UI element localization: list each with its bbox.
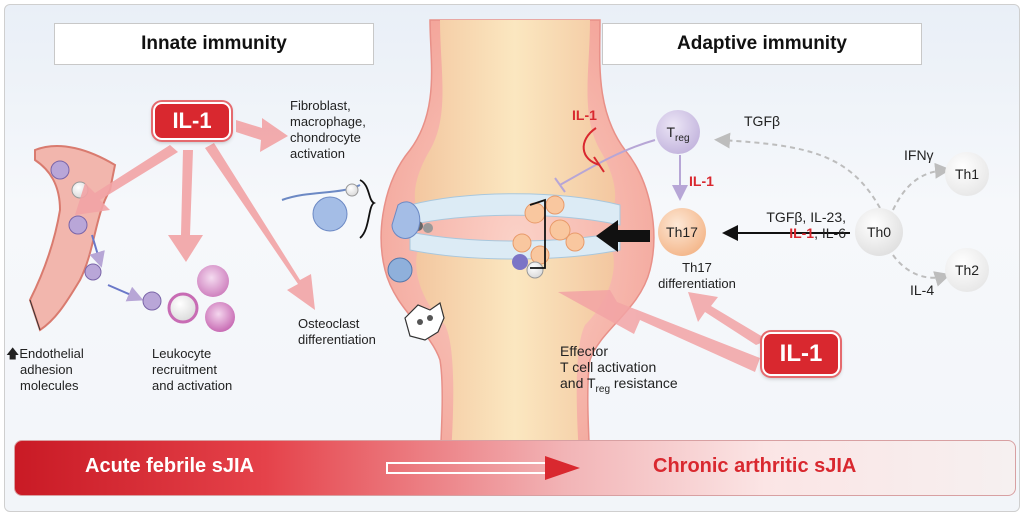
progression-arrow-icon (386, 456, 580, 480)
fibroblast-cells (281, 179, 377, 239)
disease-course-banner: Acute febrile sJIA Chronic arthritic sJI… (14, 440, 1016, 496)
black-arrow-to-joint (596, 220, 650, 252)
effector-label: Effector T cell activation and Treg resi… (560, 343, 678, 395)
fibroblast-label: Fibroblast, macrophage, chondrocyte acti… (290, 98, 366, 161)
adaptive-immunity-title: Adaptive immunity (602, 23, 922, 65)
th17-differentiation-label: Th17 differentiation (658, 260, 736, 291)
il1-treg-th17-label: IL-1 (689, 173, 714, 189)
th1-cell: Th1 (945, 152, 989, 196)
osteoclast-cell (404, 302, 445, 341)
osteoclast-label: Osteoclast differentiation (298, 316, 376, 347)
il1-inhibit-label: IL-1 (572, 107, 597, 123)
tgfb-label: TGFβ (744, 113, 781, 129)
treg-cell: Treg (656, 110, 700, 154)
il4-label: IL-4 (910, 282, 935, 298)
leukocyte-label: Leukocyte recruitment and activation (152, 346, 233, 393)
endothelial-label: 🡅Endothelial adhesion molecules (6, 346, 84, 393)
ifng-label: IFNγ (904, 147, 934, 163)
up-arrow-icon: 🡅 (6, 346, 20, 361)
il1-innate-arrows (75, 118, 315, 310)
th0-cell: Th0 (855, 208, 903, 256)
cytokines-label: TGFβ, IL-23, IL-1, IL-6 (766, 209, 846, 241)
il1-badge-innate: IL-1 (153, 102, 231, 140)
il1-badge-adaptive: IL-1 (762, 332, 840, 376)
acute-febrile-label: Acute febrile sJIA (85, 455, 254, 477)
th17-cell: Th17 (658, 208, 706, 256)
chronic-arthritic-label: Chronic arthritic sJIA (653, 455, 857, 477)
th2-cell: Th2 (945, 248, 989, 292)
joint-cells (387, 195, 585, 283)
innate-immunity-title: Innate immunity (54, 23, 374, 65)
il1-adaptive-arrows (558, 290, 768, 372)
